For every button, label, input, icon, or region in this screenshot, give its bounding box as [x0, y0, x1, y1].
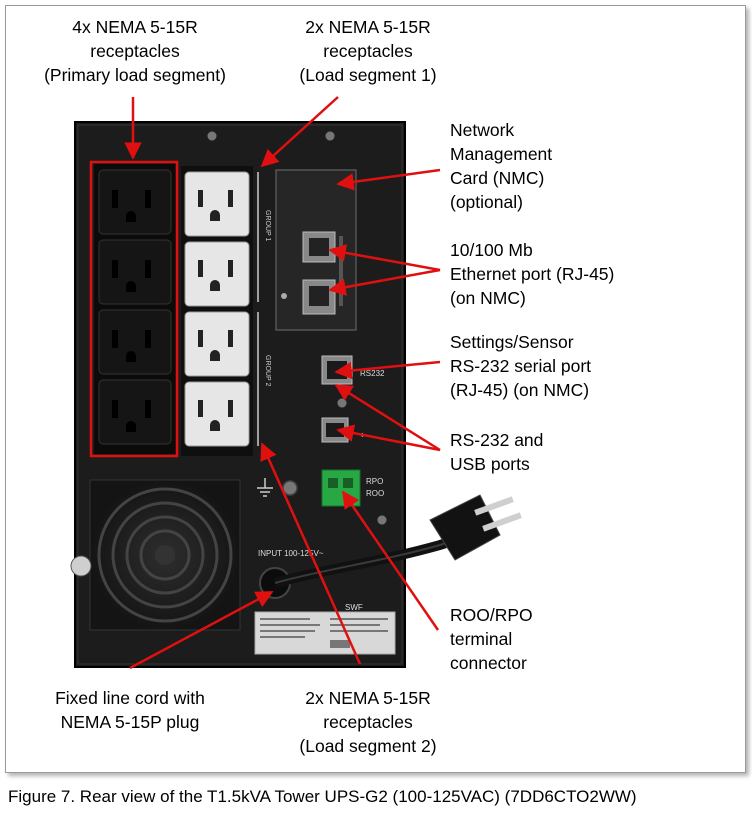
arrow-ethernet-2 [328, 268, 441, 296]
cooling-fan [70, 479, 241, 631]
rs232-panel-text: RS232 [360, 369, 385, 378]
white-outlets: GROUP 1 GROUP 2 [181, 166, 271, 456]
arrow-settings [334, 360, 441, 380]
arrow-seg1 [260, 96, 339, 168]
black-outlet-2 [98, 239, 172, 305]
group1-text: GROUP 1 [264, 210, 271, 241]
callout-arrows [124, 96, 441, 670]
input-panel-text: INPUT 100-125V~ [258, 549, 324, 558]
white-outlet-1 [184, 171, 250, 237]
black-outlet-1 [98, 169, 172, 235]
rpo-panel-text: RPO [366, 477, 383, 486]
primary-segment-highlight [89, 160, 179, 458]
white-outlet-4 [184, 381, 250, 447]
plug [429, 494, 522, 561]
arrow-seg2 [260, 442, 362, 665]
group2-text: GROUP 2 [264, 355, 271, 386]
input-section: INPUT 100-125V~ SWF [258, 494, 522, 612]
roo-panel-text: ROO [366, 489, 384, 498]
primary-outlets [94, 164, 176, 454]
white-outlet-3 [184, 311, 250, 377]
black-outlet-3 [98, 309, 172, 375]
ups-rear-diagram: GROUP 1 GROUP 2 RS232 ⇠ RPO ROO [70, 96, 522, 670]
white-outlet-2 [184, 241, 250, 307]
arrow-usb [334, 383, 441, 452]
arrow-rs232 [336, 424, 441, 452]
figure-caption: Figure 7. Rear view of the T1.5kVA Tower… [8, 787, 637, 806]
arrow-roo [341, 490, 440, 631]
swf-panel-text: SWF [345, 603, 363, 612]
rating-label [254, 611, 396, 655]
black-outlet-4 [98, 379, 172, 445]
arrow-ethernet [328, 244, 441, 272]
ground-symbol [257, 478, 298, 497]
nmc-card [275, 169, 357, 331]
arrow-nmc [336, 168, 441, 191]
arrow-linecord [129, 590, 274, 670]
